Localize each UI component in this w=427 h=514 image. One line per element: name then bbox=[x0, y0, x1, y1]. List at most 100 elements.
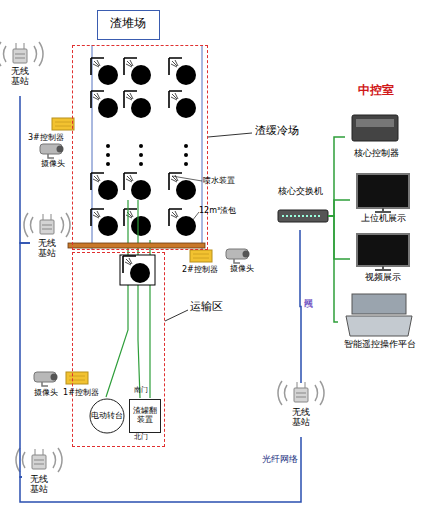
camera: 摄像头 bbox=[30, 372, 62, 400]
leader-line bbox=[208, 133, 252, 137]
text-label: 北门 bbox=[134, 433, 158, 441]
green-track bbox=[106, 200, 150, 398]
switch-ports bbox=[282, 215, 322, 217]
tipping-device-box: 渣罐翻装置 bbox=[129, 399, 161, 433]
controller: 1#控制器 bbox=[60, 372, 102, 400]
connector-line bbox=[328, 137, 345, 216]
camera-icon bbox=[40, 144, 64, 158]
transport-car bbox=[120, 255, 155, 285]
controller-icon bbox=[66, 372, 88, 384]
node-label: 1#控制器 bbox=[60, 388, 102, 397]
node-label: 无线 基站 bbox=[287, 407, 315, 428]
edge-label: 光纤网络 bbox=[262, 454, 312, 464]
area-box: 渣堆场 bbox=[97, 10, 160, 40]
node-label: 3#控制器 bbox=[28, 133, 72, 142]
remote-console: 智能遥控操作平台 bbox=[338, 292, 422, 352]
cooling-yard-region: 渣缓冷场 bbox=[72, 45, 208, 250]
leader-line bbox=[192, 212, 199, 221]
slag-pot bbox=[123, 256, 150, 283]
radio-waves bbox=[16, 448, 62, 472]
leader-line bbox=[172, 176, 202, 181]
slag-pot bbox=[169, 173, 196, 200]
node-label: 核心交换机 bbox=[272, 186, 328, 196]
node-label: 摄像头 bbox=[30, 388, 62, 397]
yard-boundary bbox=[92, 45, 202, 250]
base-station-icon bbox=[13, 43, 27, 63]
camera-icon bbox=[34, 372, 58, 386]
circle-shape bbox=[90, 399, 124, 433]
leader-line bbox=[165, 310, 188, 321]
slag-pot bbox=[91, 91, 118, 118]
wireless-base-station: 无线 基站 bbox=[283, 383, 319, 437]
text-label: 中控室 bbox=[358, 84, 418, 98]
turntable-circle: 电动转台 bbox=[89, 398, 125, 434]
core-controller-panel bbox=[356, 119, 394, 127]
camera: 摄像头 bbox=[222, 248, 262, 278]
node-label: 核心控制器 bbox=[345, 148, 407, 158]
slag-pot bbox=[91, 58, 118, 85]
ellipsis-dots bbox=[139, 144, 143, 166]
base-station-icon bbox=[32, 449, 46, 469]
node-label: 智能遥控操作平台 bbox=[338, 339, 422, 349]
camera: 摄像头 bbox=[36, 144, 70, 172]
wireless-base-station: 无线 基站 bbox=[4, 44, 36, 96]
monitor-icon bbox=[357, 174, 409, 208]
connector-line bbox=[328, 216, 338, 322]
console-desk bbox=[346, 316, 412, 336]
base-station-icon bbox=[40, 214, 54, 234]
connector-line bbox=[328, 200, 350, 216]
node-label: 2#控制器 bbox=[182, 265, 224, 274]
radio-waves bbox=[0, 42, 43, 66]
ellipsis-dots bbox=[184, 144, 188, 166]
controller-icon bbox=[52, 118, 74, 130]
console-screens bbox=[352, 294, 406, 314]
core-controller: 核心控制器 bbox=[345, 112, 407, 162]
node-label: 无线 基站 bbox=[33, 238, 61, 259]
connector-line bbox=[20, 243, 30, 477]
controller: 2#控制器 bbox=[182, 250, 222, 278]
text-label: 喷水装置 bbox=[203, 176, 243, 185]
connector-line bbox=[300, 230, 301, 383]
slag-pot bbox=[91, 209, 118, 236]
monitor-stand bbox=[375, 266, 391, 270]
node-label: 电动转台 bbox=[89, 411, 125, 420]
video-display: 视频展示 bbox=[350, 232, 416, 286]
core-controller-icon bbox=[352, 115, 398, 141]
slag-pot bbox=[124, 91, 151, 118]
slag-pot bbox=[169, 209, 196, 236]
camera-icon bbox=[226, 249, 250, 263]
wireless-base-station: 无线 基站 bbox=[30, 216, 64, 270]
controller-icon bbox=[190, 250, 212, 262]
node-label: 渣罐翻装置 bbox=[131, 406, 159, 424]
monitor-stand bbox=[375, 208, 391, 212]
node-label: 摄像头 bbox=[36, 159, 70, 168]
wireless-base-station: 无线 基站 bbox=[22, 450, 56, 504]
node-label: 视频展示 bbox=[350, 272, 416, 282]
node-label: 无线 基站 bbox=[6, 66, 34, 87]
switch-icon bbox=[278, 210, 328, 222]
ellipsis-dots bbox=[106, 144, 110, 166]
text-label: 南门 bbox=[134, 386, 158, 394]
radio-waves bbox=[24, 213, 70, 237]
node-label: 上位机展示 bbox=[350, 213, 416, 223]
slag-pot bbox=[124, 173, 151, 200]
slag-pot bbox=[124, 58, 151, 85]
base-station-icon bbox=[294, 382, 308, 402]
node-label: 渣缓冷场 bbox=[255, 125, 310, 138]
node-label: 无线 基站 bbox=[25, 474, 53, 495]
node-label: 运输区 bbox=[190, 301, 235, 314]
node-label: 渣堆场 bbox=[97, 17, 160, 31]
core-switch: 核心交换机 bbox=[272, 186, 328, 230]
transport-region: 运输区电动转台渣罐翻装置 bbox=[72, 252, 165, 447]
node-label: 摄像头 bbox=[222, 264, 262, 273]
monitor-icon bbox=[357, 234, 409, 266]
slag-pot bbox=[169, 91, 196, 118]
controller: 3#控制器 bbox=[28, 118, 78, 144]
connector-line bbox=[20, 96, 30, 243]
text-label: 12m³渣包 bbox=[199, 206, 243, 215]
connector-line bbox=[328, 216, 350, 259]
radio-waves bbox=[278, 381, 324, 405]
